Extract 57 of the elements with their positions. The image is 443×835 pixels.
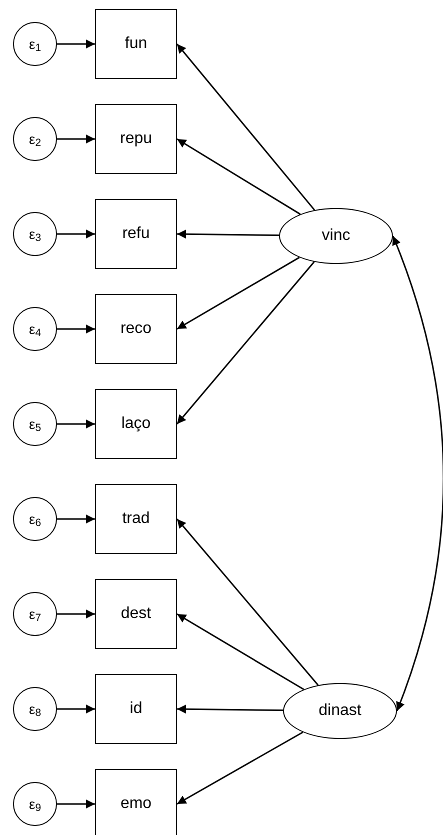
observed-variable-box: [95, 579, 177, 649]
node-label: reco: [120, 319, 152, 339]
arrow: [176, 613, 304, 690]
node-label: ε$_{5}$: [28, 414, 42, 434]
node-label: ε$_{1}$: [28, 34, 42, 54]
node-label: id: [130, 699, 142, 719]
arrow: [176, 44, 316, 211]
error-term-circle: [13, 22, 57, 66]
node-label: ε$_{8}$: [28, 700, 42, 720]
arrow: [57, 230, 95, 238]
node-label: fun: [124, 34, 148, 54]
arrow: [57, 800, 95, 808]
observed-variable-box: [95, 674, 177, 744]
node-label: ε$_{7}$: [28, 604, 42, 624]
arrow: [176, 261, 315, 424]
observed-variable-box: [95, 389, 177, 459]
arrow: [176, 518, 319, 686]
arrow: [57, 610, 95, 618]
arrow: [57, 704, 95, 714]
error-term-circle: [13, 117, 57, 161]
error-term-circle: [13, 402, 57, 446]
observed-variable-box: [95, 769, 177, 835]
error-term-circle: [13, 687, 57, 731]
node-label: refu: [122, 224, 150, 244]
node-label: ε$_{3}$: [28, 224, 42, 244]
arrow: [57, 420, 95, 428]
observed-variable-box: [95, 294, 177, 364]
node-label: ε$_{9}$: [28, 794, 42, 814]
observed-variable-box: [95, 199, 177, 269]
arrow: [176, 732, 304, 805]
error-term-circle: [13, 782, 57, 826]
arrow: [176, 704, 284, 714]
arrow: [176, 230, 280, 239]
observed-variable-box: [95, 9, 177, 79]
node-label: dinast: [318, 701, 362, 721]
error-term-circle: [13, 592, 57, 636]
node-label: repu: [120, 129, 152, 149]
node-label: dest: [120, 604, 152, 624]
node-label: laço: [121, 414, 151, 434]
observed-variable-box: [95, 484, 177, 554]
node-label: ε$_{4}$: [28, 320, 42, 340]
arrow: [57, 324, 95, 334]
arrow: [392, 236, 443, 712]
error-term-circle: [13, 497, 57, 541]
arrow: [176, 138, 301, 215]
error-term-circle: [13, 212, 57, 256]
node-label: emo: [120, 794, 152, 814]
error-term-circle: [13, 307, 57, 351]
arrow: [57, 134, 95, 144]
arrow: [57, 40, 95, 48]
observed-variable-box: [95, 104, 177, 174]
arrow: [57, 514, 95, 524]
arrow: [176, 256, 300, 330]
node-label: vinc: [322, 226, 350, 246]
node-label: ε$_{2}$: [28, 130, 42, 150]
node-label: ε$_{6}$: [28, 510, 42, 530]
node-label: trad: [122, 509, 150, 529]
